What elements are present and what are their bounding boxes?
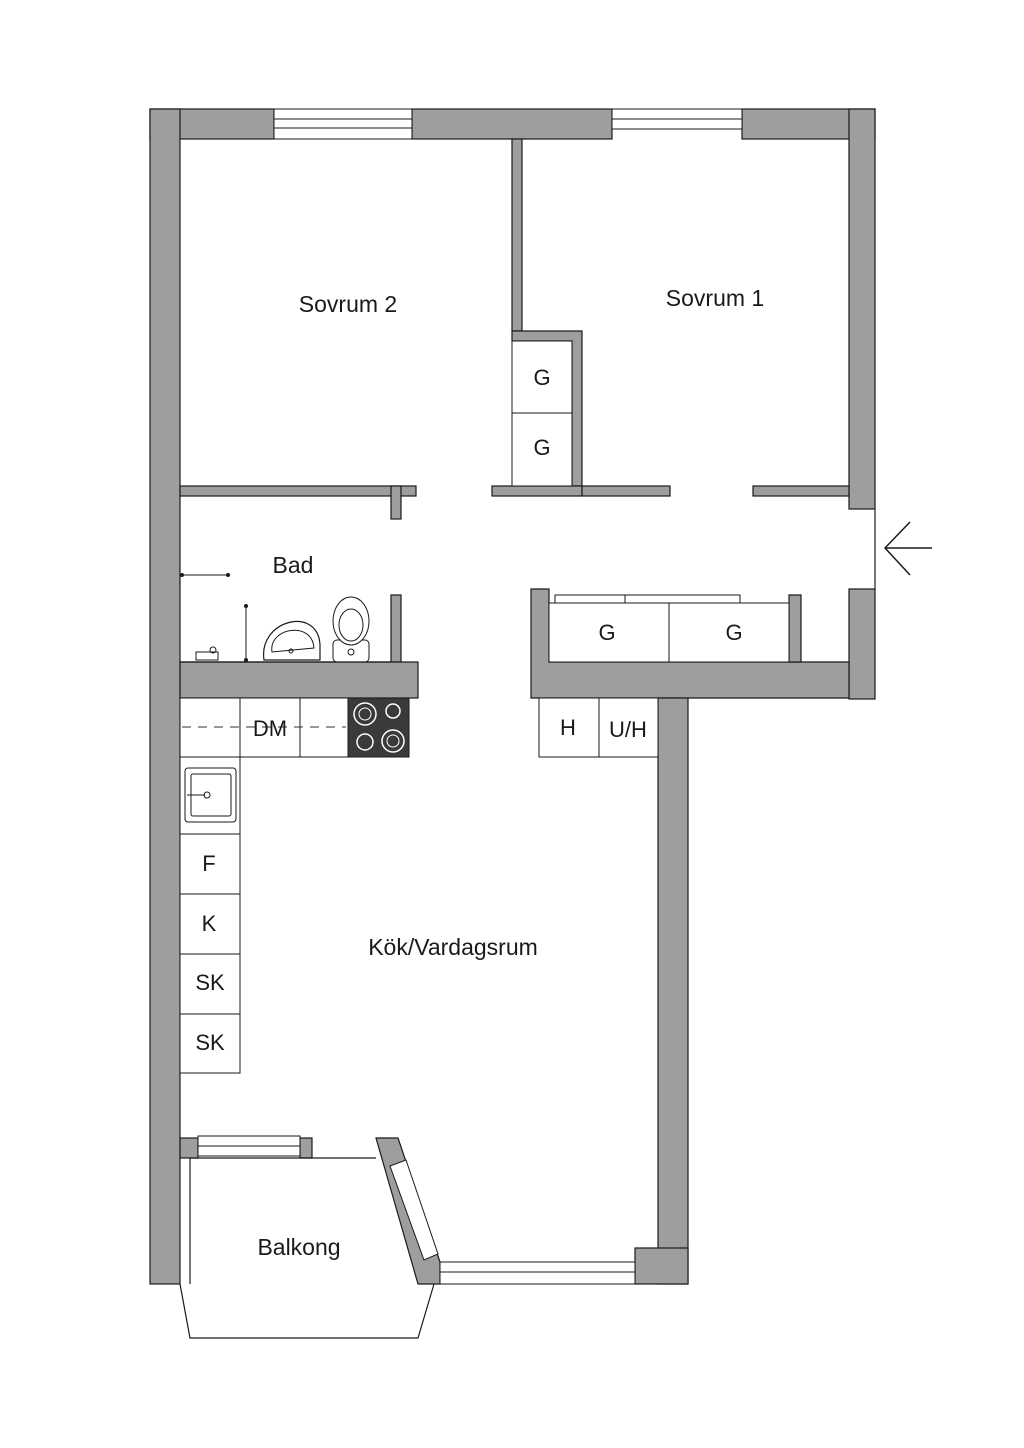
room-label-balkong: Balkong	[257, 1234, 340, 1260]
closet-label: G	[533, 365, 550, 390]
fridge	[179, 833, 241, 895]
cabinet	[179, 1013, 241, 1074]
balcony	[179, 1157, 435, 1339]
room-label-sovrum-1: Sovrum 1	[666, 285, 764, 311]
bathroom-fixtures	[180, 573, 391, 663]
shelf-heated-label: U/H	[609, 717, 647, 742]
cabinet-label: SK	[195, 1030, 225, 1055]
closet-label: G	[533, 435, 550, 460]
stove-icon	[347, 697, 410, 758]
washbasin-icon	[263, 620, 321, 661]
fixture-labels: G G G G DM F K SK SK H U/H	[195, 365, 742, 1055]
fridge-label: F	[202, 851, 215, 876]
cabinet-label: SK	[195, 970, 225, 995]
room-labels: Sovrum 2 Sovrum 1 Bad Kök/Vardagsrum Bal…	[257, 285, 764, 1260]
room-label-kok-vardagsrum: Kök/Vardagsrum	[368, 934, 538, 960]
shelf	[538, 697, 600, 758]
closet	[668, 602, 790, 663]
freezer-label: K	[202, 911, 217, 936]
arrow-left-icon	[874, 509, 932, 589]
shower-mixer-icon	[195, 646, 219, 661]
cabinet	[179, 953, 241, 1015]
windows	[197, 108, 743, 1285]
closets	[511, 340, 790, 663]
closet-label: G	[725, 620, 742, 645]
kitchen-fixtures	[179, 697, 659, 1074]
sink-icon	[179, 756, 241, 835]
freezer	[179, 893, 241, 955]
closet	[511, 412, 573, 487]
closet	[548, 602, 670, 663]
shelf-label: H	[560, 715, 576, 740]
shelf-heated	[598, 697, 659, 758]
closet-label: G	[598, 620, 615, 645]
room-label-bad: Bad	[273, 552, 314, 578]
toilet-icon	[332, 596, 370, 663]
dishwasher-label: DM	[253, 716, 287, 741]
walls	[149, 108, 876, 1285]
room-label-sovrum-2: Sovrum 2	[299, 291, 397, 317]
closet	[511, 340, 573, 414]
